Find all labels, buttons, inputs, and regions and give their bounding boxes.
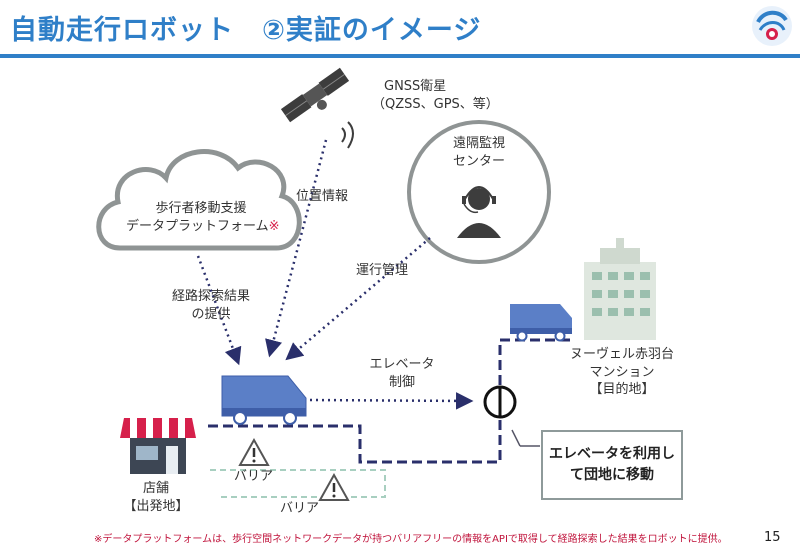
route-result-arrow bbox=[196, 255, 242, 366]
page-number: 15 bbox=[764, 530, 781, 545]
title-underline bbox=[0, 54, 800, 58]
destination-line1: ヌーヴェル赤羽台 bbox=[569, 347, 674, 362]
main-route-path bbox=[208, 338, 570, 464]
monitor-line2: センター bbox=[452, 153, 505, 169]
callout-line2: て団地に移動 bbox=[570, 467, 654, 483]
elevator-control-label: エレベータ 制御 bbox=[362, 356, 442, 391]
elevator-control-arrow bbox=[309, 392, 474, 410]
store-icon bbox=[120, 418, 196, 474]
elevator-line2: 制御 bbox=[388, 374, 415, 390]
apartment-building-icon bbox=[584, 238, 656, 340]
route-line1: 経路探索結果 bbox=[171, 289, 250, 304]
robot-vehicle-icon bbox=[221, 375, 307, 425]
robot-at-destination-icon bbox=[510, 304, 572, 342]
store-label: 店舗 【出発地】 bbox=[116, 480, 196, 515]
position-info-arrow bbox=[265, 139, 328, 358]
callout-line1: エレベータを利用し bbox=[549, 446, 675, 462]
route-line2: の提供 bbox=[191, 306, 231, 322]
cloud-line1: 歩行者移動支援 bbox=[155, 201, 247, 216]
position-info-label: 位置情報 bbox=[296, 189, 349, 204]
page-title: 自動走行ロボット ②実証のイメージ bbox=[10, 15, 482, 46]
store-line2: 【出発地】 bbox=[123, 498, 189, 514]
route-result-label: 経路探索結果 の提供 bbox=[156, 288, 266, 323]
barrier-label-1: バリア bbox=[234, 469, 274, 484]
monitor-center-label: 遠隔監視 センター bbox=[439, 135, 519, 170]
operator-headset-icon bbox=[457, 186, 501, 238]
destination-line2: マンション bbox=[589, 364, 655, 380]
alt-route-path bbox=[210, 469, 386, 498]
cloud-note-mark: ※ bbox=[268, 218, 280, 234]
operation-label: 運行管理 bbox=[356, 263, 409, 278]
destination-line3: 【目的地】 bbox=[589, 382, 655, 398]
ministry-logo-icon bbox=[752, 6, 792, 46]
satellite-detail: （QZSS、GPS、等） bbox=[372, 96, 499, 112]
barrier-label-2: バリア bbox=[280, 501, 320, 516]
satellite-label: GNSS衛星 （QZSS、GPS、等） bbox=[372, 78, 499, 113]
destination-label: ヌーヴェル赤羽台 マンション 【目的地】 bbox=[552, 346, 692, 399]
monitor-line1: 遠隔監視 bbox=[452, 136, 505, 151]
footnote: ※データプラットフォームは、歩行空間ネットワークデータが持つバリアフリーの情報を… bbox=[94, 534, 728, 545]
operation-arrow bbox=[285, 237, 431, 361]
barrier-warning-icon-1 bbox=[238, 437, 270, 466]
satellite-name: GNSS衛星 bbox=[384, 79, 447, 94]
elevator-marker-icon bbox=[483, 385, 517, 419]
barrier-warning-icon-2 bbox=[318, 472, 350, 501]
store-line1: 店舗 bbox=[142, 481, 169, 496]
elevator-line1: エレベータ bbox=[369, 357, 435, 372]
cloud-label: 歩行者移動支援 データプラットフォーム※ bbox=[126, 200, 280, 235]
callout-leader bbox=[511, 429, 521, 447]
cloud-line2: データプラットフォーム bbox=[126, 218, 269, 234]
elevator-callout-box: エレベータを利用し て団地に移動 bbox=[541, 430, 683, 500]
cloud-shape bbox=[96, 149, 302, 251]
satellite-icon bbox=[280, 67, 354, 149]
